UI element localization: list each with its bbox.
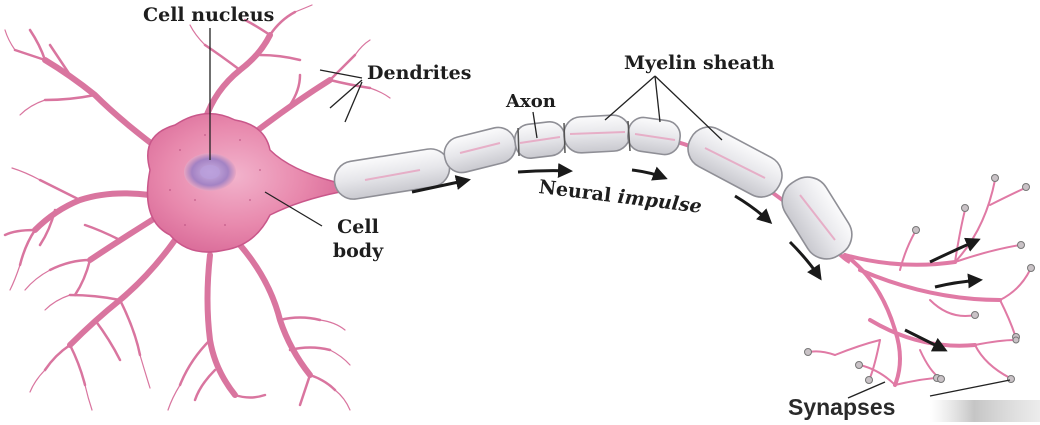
synapses-label-shade [930,400,1040,422]
synaptic-knobs [805,175,1035,384]
leader-myelin-2 [655,76,660,122]
label-cell-nucleus: Cell nucleus [143,6,274,25]
impulse-arrow [632,170,665,178]
leader-myelin-1 [605,76,655,120]
leader-dendrites-1 [320,70,362,78]
axon-terminals [810,180,1030,385]
nucleolus [200,165,220,179]
label-cell-body-line2: body [330,240,386,264]
impulse-arrow [735,196,770,222]
label-cell-body-line1: Cell [330,216,386,240]
label-myelin-sheath: Myelin sheath [624,54,775,73]
impulse-arrow [930,240,978,262]
impulse-arrow [518,171,570,172]
label-dendrites: Dendrites [367,64,471,83]
cell-body [148,114,341,252]
label-cell-body: Cell body [330,216,386,264]
label-synapses: Synapses [788,396,895,419]
impulse-arrow [935,280,980,287]
label-axon: Axon [506,93,556,111]
